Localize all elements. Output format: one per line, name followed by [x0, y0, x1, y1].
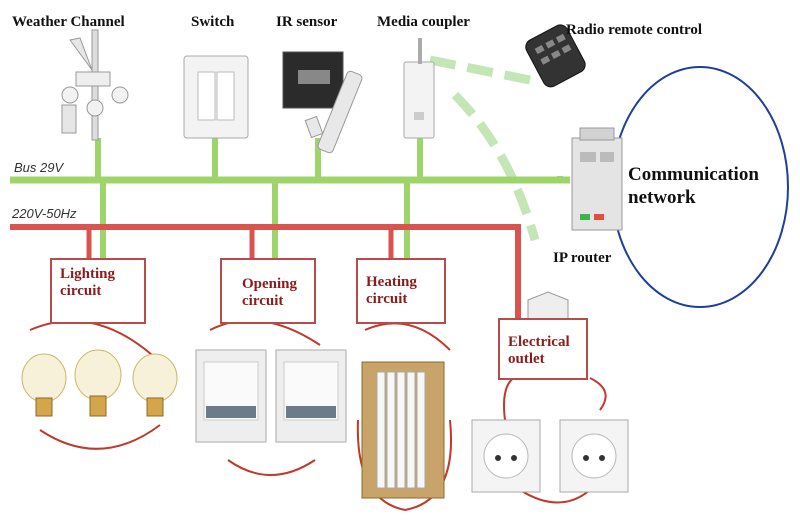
weather-station-icon: [61, 29, 129, 141]
heating-line-2: circuit: [366, 291, 408, 307]
outlet-line-2: outlet: [508, 351, 545, 367]
box-opening-circuit: Opening circuit: [220, 258, 316, 324]
lighting-line-1: Lighting: [60, 266, 116, 282]
box-lighting-circuit: Lighting circuit: [50, 258, 146, 324]
label-media-coupler: Media coupler: [377, 14, 470, 30]
lighting-line-2: circuit: [60, 283, 102, 299]
radio-remote-icon: [525, 24, 586, 88]
box-heating-circuit: Heating circuit: [356, 258, 446, 324]
label-bus: Bus 29V: [14, 160, 64, 175]
power-drops: [86, 227, 394, 258]
label-communication-network: Communication network: [628, 163, 759, 209]
outlet-line-1: Electrical: [508, 334, 570, 350]
media-coupler-icon: [403, 38, 435, 139]
bus-circuit-drops: [100, 180, 410, 258]
heating-line-1: Heating: [366, 274, 417, 290]
bulb-icon-1: [21, 353, 67, 417]
radiator-icon: [361, 361, 445, 499]
ir-sensor-icon: [282, 51, 363, 154]
outlet-icon-1: [471, 419, 541, 493]
label-radio-remote: Radio remote control: [566, 22, 703, 38]
shutter-icon-1: [195, 349, 267, 443]
comm-line-1: Communication: [628, 164, 759, 185]
label-ip-router: IP router: [553, 250, 612, 266]
label-power: 220V-50Hz: [12, 206, 77, 221]
label-weather-channel: Weather Channel: [12, 14, 125, 30]
label-ir-sensor: IR sensor: [276, 14, 338, 30]
bulb-icon-2: [74, 349, 122, 417]
comm-line-2: network: [628, 187, 696, 208]
outlet-icon-2: [559, 419, 629, 493]
wireless-link-router: [451, 91, 540, 242]
wireless-link-radio: [429, 55, 531, 85]
opening-line-2: circuit: [242, 293, 284, 309]
label-switch: Switch: [191, 14, 235, 30]
box-electrical-outlet: Electrical outlet: [498, 318, 588, 380]
bulb-icon-3: [132, 353, 178, 417]
opening-line-1: Opening: [242, 276, 298, 292]
switch-icon: [183, 55, 249, 139]
din-rail-module-icon: [571, 127, 623, 231]
shutter-icon-2: [275, 349, 347, 443]
power-220v-line: [10, 224, 521, 318]
